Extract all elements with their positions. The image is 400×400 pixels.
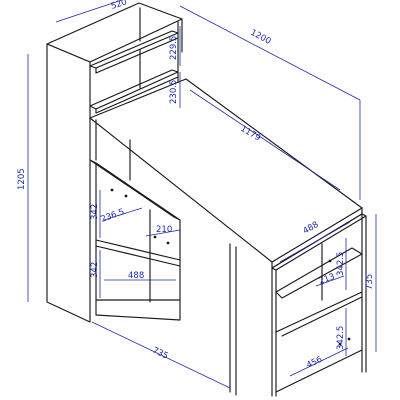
dim-line-456 (289, 347, 349, 377)
bookcase-unit (46, 2, 183, 323)
dim-line-213 (315, 275, 345, 287)
label-right-cell-height-upper: 342.5 (336, 252, 346, 276)
label-bottom-length: 735 (151, 346, 170, 362)
dim-line-735 (91, 321, 231, 389)
left-cubby-front (95, 162, 181, 321)
hole-marker-5 (328, 259, 332, 263)
label-left-cell-width: 210 (156, 225, 172, 235)
bookcase-shelf-1 (89, 30, 179, 69)
dim-line-488-right (279, 221, 351, 263)
dim-line-1200 (179, 5, 361, 101)
label-right-unit-height: 735 (365, 274, 375, 290)
label-right-cell-bottom-width: 456 (305, 355, 324, 371)
center-leg (229, 243, 237, 396)
label-shelf-second-gap: 230.5 (169, 80, 179, 104)
label-left-cell-bottom-width: 488 (128, 271, 144, 281)
left-cubby-shelf-back (95, 245, 181, 267)
label-left-cell-height-upper: 342 (90, 204, 100, 220)
bookcase-front-side (46, 43, 91, 323)
left-cubby-unit (89, 159, 181, 321)
desk-top (89, 78, 363, 269)
label-left-cell-height-lower: 342 (90, 262, 100, 278)
dim-line-210 (145, 229, 181, 237)
hole-marker-1 (110, 188, 114, 192)
hole-marker-4 (166, 241, 170, 245)
dimension-lines (27, 0, 377, 389)
bookcase-shelf-1-front (95, 37, 179, 74)
dim-line-1179 (189, 89, 341, 191)
label-depth-shelf: 520 (110, 0, 129, 12)
bookcase-shelf-2 (89, 69, 179, 110)
dim-line-520 (55, 0, 123, 23)
right-cubby-unit (271, 213, 367, 397)
bookcase-shelf-2-front (95, 76, 179, 114)
hole-marker-3 (153, 235, 157, 239)
right-cubby-shelf-front (275, 291, 363, 333)
hole-marker-6 (338, 342, 342, 346)
desk-top-surface (89, 78, 363, 263)
right-cubby-shelf-back (281, 296, 363, 337)
right-cubby-shelf (275, 247, 363, 299)
label-left-cell-depth: 236.5 (100, 207, 126, 225)
dim-line-236 (103, 207, 143, 221)
label-right-cell-height-lower: 342.5 (336, 326, 346, 350)
hole-marker-2 (124, 194, 128, 198)
right-cubby-bottom (275, 349, 363, 393)
label-shelf-top-gap: 229.5 (169, 36, 179, 60)
left-cubby-shelf (95, 239, 181, 261)
label-height-total: 1205 (17, 168, 27, 190)
hole-marker-7 (347, 337, 351, 341)
